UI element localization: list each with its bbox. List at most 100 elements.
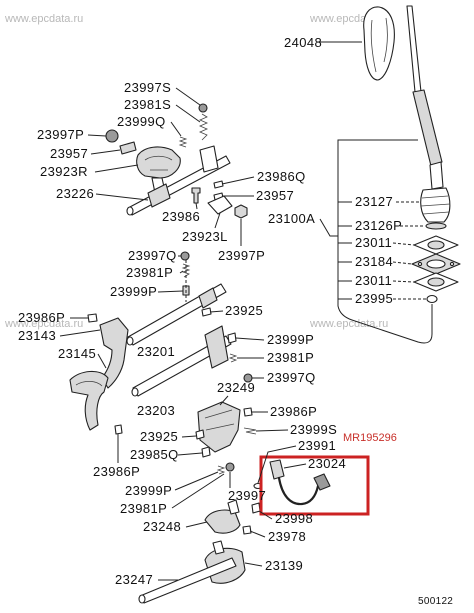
leader-line: [181, 435, 197, 438]
leader-line: [174, 471, 219, 491]
highlighted-part[interactable]: [259, 455, 370, 516]
detent-ball-top: [198, 103, 208, 113]
part-label-23986P[interactable]: 23986P: [270, 404, 317, 419]
spring-small: [216, 465, 226, 475]
part-label-23226[interactable]: 23226: [56, 186, 94, 201]
leader-line: [209, 310, 224, 313]
part-label-23249[interactable]: 23249: [217, 380, 255, 395]
part-label-23986[interactable]: 23986: [162, 209, 200, 224]
part-label-23999Q[interactable]: 23999Q: [117, 114, 166, 129]
gasket-plate-lower-hole: [427, 277, 445, 287]
part-label-23024[interactable]: 23024: [308, 456, 346, 471]
part-label-23248[interactable]: 23248: [143, 519, 181, 534]
selector-collar: [147, 183, 171, 208]
part-label-23986P[interactable]: 23986P: [93, 464, 140, 479]
part-label-23923L[interactable]: 23923L: [182, 229, 228, 244]
part-label-23100A[interactable]: 23100A: [268, 211, 315, 226]
bracket-line: [337, 139, 418, 300]
part-label-23127[interactable]: 23127: [355, 194, 393, 209]
roll-pin: [213, 180, 224, 189]
part-label-23998[interactable]: 23998: [275, 511, 313, 526]
part-label-23999S[interactable]: 23999S: [290, 422, 337, 437]
part-label-23201[interactable]: 23201: [137, 344, 175, 359]
interlock-block: [204, 325, 229, 369]
shift-rail-end: [138, 594, 146, 604]
part-label-23011[interactable]: 23011: [355, 273, 392, 288]
part-label-23247[interactable]: 23247: [115, 572, 153, 587]
leader-line: [249, 530, 266, 538]
leader-line: [94, 164, 139, 173]
part-label-23999P[interactable]: 23999P: [267, 332, 314, 347]
leader-line: [95, 193, 149, 201]
part-label-23997S[interactable]: 23997S: [124, 80, 171, 95]
leader-line: [219, 395, 229, 406]
part-label-23011[interactable]: 23011: [355, 235, 392, 250]
part-label-23999P[interactable]: 23999P: [110, 284, 157, 299]
shift-lever-tube: [412, 89, 443, 167]
part-label-23981P[interactable]: 23981P: [267, 350, 314, 365]
part-label-23184[interactable]: 23184: [355, 254, 393, 269]
bracket-line: [337, 300, 433, 344]
part-label-23997Q[interactable]: 23997Q: [267, 370, 316, 385]
switch-plug: [313, 473, 331, 491]
watermark: www.epcdata.ru: [4, 318, 83, 330]
part-label-23986P[interactable]: 23986P: [18, 310, 65, 325]
dashed-leader: [392, 280, 415, 283]
part-label-23923R[interactable]: 23923R: [40, 164, 88, 179]
part-label-23203[interactable]: 23203: [137, 403, 175, 418]
leader-line: [179, 270, 184, 274]
leader-line: [175, 104, 201, 123]
part-label-23997Q[interactable]: 23997Q: [128, 248, 177, 263]
shift-lever-neck: [429, 161, 444, 190]
pin-small: [201, 446, 211, 458]
part-label-23997P[interactable]: 23997P: [37, 127, 84, 142]
part-label-23997[interactable]: 23997: [228, 488, 266, 503]
part-label-24048[interactable]: 24048: [284, 35, 322, 50]
detent-spring: [181, 263, 191, 278]
reverse-bracket-detail: [204, 409, 235, 431]
detent-pin: [119, 141, 137, 155]
highlight-box: [259, 455, 370, 516]
interlock-pin: [201, 307, 212, 317]
part-label-23925[interactable]: 23925: [225, 303, 263, 318]
detent-spring-vertical: [198, 113, 209, 141]
leader-line: [59, 329, 101, 337]
part-label-23981P[interactable]: 23981P: [120, 501, 167, 516]
leader-line: [97, 353, 107, 369]
part-label-23995[interactable]: 23995: [355, 291, 393, 306]
dashed-leader: [392, 261, 413, 265]
part-label-23957[interactable]: 23957: [50, 146, 88, 161]
leader-line: [283, 463, 307, 469]
part-label-23143[interactable]: 23143: [18, 328, 56, 343]
shift-rail-end: [131, 387, 139, 397]
retainer-plate-bolt-hole: [449, 261, 455, 267]
leader-line: [175, 87, 201, 106]
part-label-23957[interactable]: 23957: [256, 188, 294, 203]
highlight-part-number[interactable]: MR195296: [343, 432, 397, 444]
part-label-23981P[interactable]: 23981P: [126, 265, 173, 280]
switch-connector: [269, 459, 285, 480]
watermark: www.epcdata.ru: [309, 318, 388, 330]
part-label-23986Q[interactable]: 23986Q: [257, 169, 306, 184]
leader-line: [87, 134, 107, 137]
part-label-23126P[interactable]: 23126P: [355, 218, 402, 233]
diagram-code: 500122: [418, 596, 453, 607]
leader-line: [177, 452, 203, 456]
part-label-23981S[interactable]: 23981S: [124, 97, 171, 112]
part-label-23925[interactable]: 23925: [140, 429, 178, 444]
part-label-23985Q[interactable]: 23985Q: [130, 447, 179, 462]
part-label-23997P[interactable]: 23997P: [218, 248, 265, 263]
shift-lever-rod: [406, 5, 422, 93]
lower-assembly: [138, 401, 263, 604]
part-label-23999P[interactable]: 23999P: [125, 483, 172, 498]
shift-fork-5-finger: [212, 540, 225, 555]
select-lever-detail: [144, 155, 173, 171]
part-label-23139[interactable]: 23139: [265, 558, 303, 573]
retainer-plate-bolt-hole: [417, 261, 423, 267]
spring-small: [178, 136, 188, 148]
part-label-23978[interactable]: 23978: [268, 529, 306, 544]
upper-selector-assembly: [105, 103, 248, 219]
part-label-23991[interactable]: 23991: [298, 438, 336, 453]
roll-pin: [87, 313, 98, 323]
part-label-23145[interactable]: 23145: [58, 346, 96, 361]
